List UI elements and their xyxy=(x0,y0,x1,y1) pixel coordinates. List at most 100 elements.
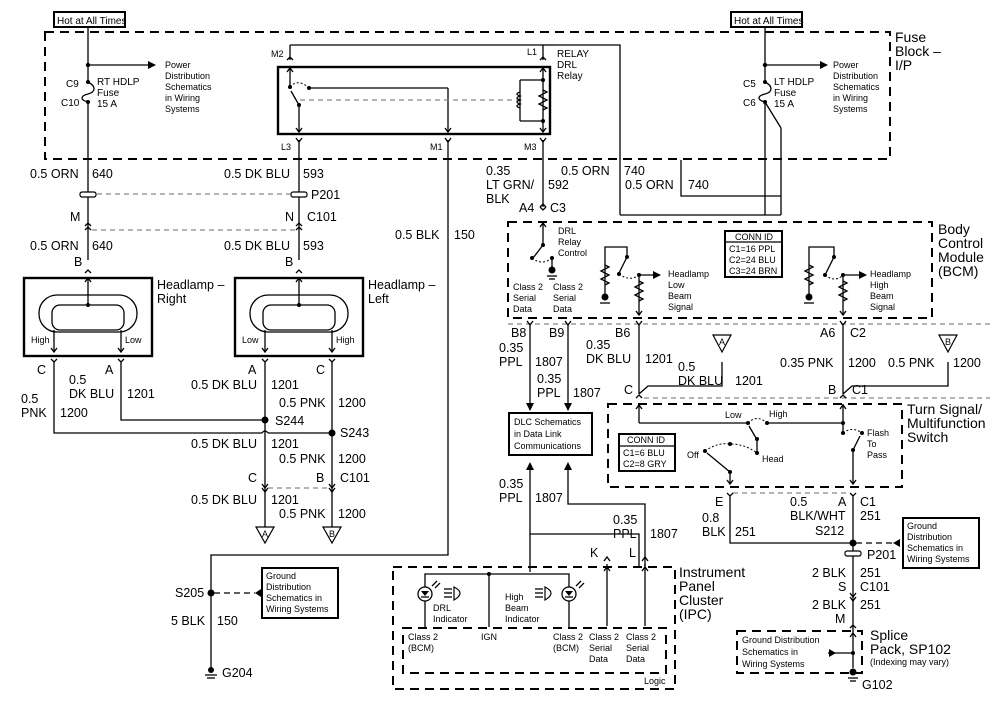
svg-text:B: B xyxy=(285,255,293,269)
svg-text:High: High xyxy=(336,335,355,345)
svg-text:Logic: Logic xyxy=(644,676,666,686)
svg-text:Schematics in: Schematics in xyxy=(742,647,798,657)
bcm-high-beam-driver: Headlamp High Beam Signal xyxy=(803,246,911,317)
offpage-connector-a-lower: A xyxy=(254,526,276,545)
svg-text:BLK/WHT: BLK/WHT xyxy=(790,509,846,523)
svg-text:Relay: Relay xyxy=(558,237,582,247)
svg-text:Relay: Relay xyxy=(557,71,583,82)
svg-text:0.5 DK BLU: 0.5 DK BLU xyxy=(191,493,257,507)
dlc-reference-box: DLC Schematics in Data Link Communicatio… xyxy=(508,412,593,456)
svg-text:C2: C2 xyxy=(850,326,866,340)
bcm-drl-control: DRL Relay Control A4 C3 xyxy=(519,201,587,280)
svg-text:To: To xyxy=(867,439,877,449)
svg-text:M2: M2 xyxy=(271,49,284,59)
svg-text:1807: 1807 xyxy=(573,386,601,400)
svg-text:C: C xyxy=(37,363,46,377)
lt-hdlp-fuse: C5 C6 LT HDLP Fuse 15 A xyxy=(743,27,828,215)
svg-text:C2=24 BLU: C2=24 BLU xyxy=(729,255,776,265)
svg-text:S212: S212 xyxy=(815,524,844,538)
offpage-connector-b-upper: B xyxy=(938,334,958,354)
svg-text:(BCM): (BCM) xyxy=(553,643,579,653)
svg-text:Power: Power xyxy=(833,60,859,70)
svg-text:Headlamp: Headlamp xyxy=(870,269,911,279)
svg-text:1807: 1807 xyxy=(535,491,563,505)
svg-text:Class 2: Class 2 xyxy=(513,282,543,292)
svg-text:Data: Data xyxy=(626,654,645,664)
svg-text:Panel: Panel xyxy=(679,578,715,594)
svg-text:(BCM): (BCM) xyxy=(938,263,978,279)
svg-text:Schematics in: Schematics in xyxy=(266,593,322,603)
svg-text:Block –: Block – xyxy=(895,43,941,59)
svg-text:Ground: Ground xyxy=(907,521,937,531)
bcm-serial-labels: Class 2 Serial Data Class 2 Serial Data xyxy=(513,282,583,314)
svg-text:2 BLK: 2 BLK xyxy=(812,598,847,612)
svg-text:B: B xyxy=(329,529,335,539)
svg-text:PPL: PPL xyxy=(537,386,561,400)
svg-text:15 A: 15 A xyxy=(97,99,117,110)
svg-text:Wiring Systems: Wiring Systems xyxy=(907,554,970,564)
svg-text:0.5 BLK: 0.5 BLK xyxy=(395,228,440,242)
svg-text:0.5 ORN: 0.5 ORN xyxy=(625,178,674,192)
svg-text:B: B xyxy=(74,255,82,269)
svg-text:Beam: Beam xyxy=(668,291,692,301)
svg-text:Control: Control xyxy=(558,248,587,258)
svg-text:Fuse: Fuse xyxy=(774,88,797,99)
svg-text:M: M xyxy=(835,612,845,626)
svg-text:A: A xyxy=(719,337,725,347)
svg-text:Low: Low xyxy=(242,335,259,345)
svg-text:PPL: PPL xyxy=(613,527,637,541)
svg-text:150: 150 xyxy=(454,228,475,242)
svg-text:2 BLK: 2 BLK xyxy=(812,566,847,580)
ipc-logic-outline xyxy=(402,627,667,674)
svg-text:Hot at All Times: Hot at All Times xyxy=(57,16,126,27)
bcm-output-pins: B8 B9 B6 A6 C2 xyxy=(511,320,949,411)
high-beam-indicator-icon xyxy=(535,586,552,602)
wire-740b xyxy=(555,44,621,215)
svg-text:Head: Head xyxy=(762,454,784,464)
svg-text:Schematics: Schematics xyxy=(833,82,880,92)
svg-text:Multifunction: Multifunction xyxy=(907,415,986,431)
svg-text:G204: G204 xyxy=(222,666,253,680)
svg-text:C: C xyxy=(248,471,257,485)
svg-text:1201: 1201 xyxy=(271,378,299,392)
svg-text:0.5 PNK: 0.5 PNK xyxy=(279,452,326,466)
svg-text:IGN: IGN xyxy=(481,632,497,642)
ground-s205: Ground Distribution Schematics in Wiring… xyxy=(171,567,339,680)
svg-text:A: A xyxy=(248,363,257,377)
svg-text:Headlamp –: Headlamp – xyxy=(157,278,224,292)
svg-text:CONN ID: CONN ID xyxy=(735,232,774,242)
svg-text:High: High xyxy=(870,280,889,290)
svg-text:(BCM): (BCM) xyxy=(408,643,434,653)
svg-text:Turn Signal/: Turn Signal/ xyxy=(907,401,982,417)
svg-text:Instrument: Instrument xyxy=(679,564,745,580)
svg-text:High: High xyxy=(31,335,50,345)
drl-relay: RELAY DRL Relay M2 L1 L3 M1 M3 xyxy=(271,44,589,152)
wire-150 xyxy=(210,140,449,668)
svg-text:Class 2: Class 2 xyxy=(553,282,583,292)
svg-text:M: M xyxy=(70,210,80,224)
svg-text:LT GRN/: LT GRN/ xyxy=(486,178,535,192)
svg-text:1807: 1807 xyxy=(535,355,563,369)
svg-text:Serial: Serial xyxy=(513,293,536,303)
svg-text:593: 593 xyxy=(303,239,324,253)
svg-text:Schematics: Schematics xyxy=(165,82,212,92)
splice-pack: Ground Distribution Schematics in Wiring… xyxy=(742,627,951,692)
bcm-low-beam-driver: Headlamp Low Beam Signal xyxy=(599,246,709,317)
svg-text:C1: C1 xyxy=(852,383,868,397)
svg-text:0.5 PNK: 0.5 PNK xyxy=(279,507,326,521)
svg-text:A4: A4 xyxy=(519,201,534,215)
svg-text:Beam: Beam xyxy=(870,291,894,301)
svg-text:DLC Schematics: DLC Schematics xyxy=(514,417,582,427)
svg-text:A: A xyxy=(105,363,114,377)
svg-text:B: B xyxy=(945,337,951,347)
svg-text:Low: Low xyxy=(725,410,742,420)
svg-text:C101: C101 xyxy=(307,210,337,224)
svg-text:Cluster: Cluster xyxy=(679,592,724,608)
svg-text:0.8: 0.8 xyxy=(702,511,719,525)
svg-text:High: High xyxy=(505,592,524,602)
svg-text:in Wiring: in Wiring xyxy=(833,93,868,103)
wire-740a xyxy=(680,160,781,197)
svg-text:A: A xyxy=(262,529,268,539)
wire-labels-bcm-outputs: 0.35 PPL 1807 0.35 PPL 1807 0.35 DK BLU … xyxy=(499,338,981,400)
svg-text:C2=8 GRY: C2=8 GRY xyxy=(623,459,667,469)
